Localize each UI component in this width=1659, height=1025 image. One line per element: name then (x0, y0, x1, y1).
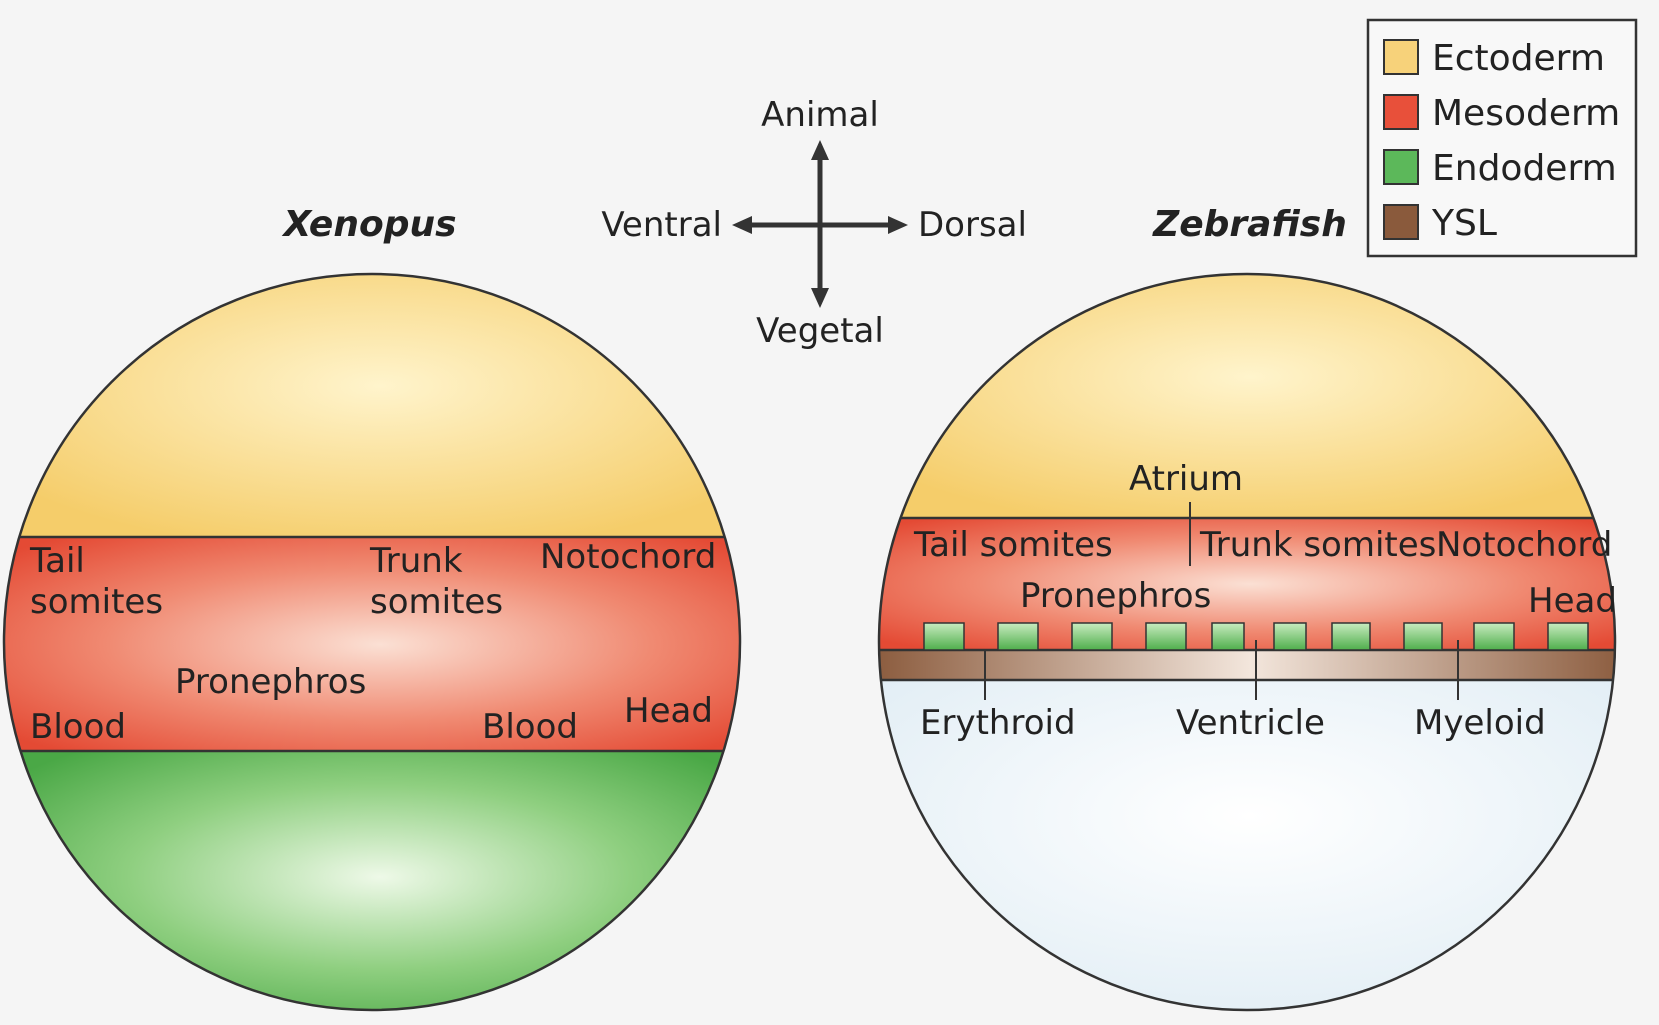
zebrafish-ventricle: Ventricle (1176, 703, 1325, 743)
legend-swatch-ysl (1384, 205, 1418, 239)
arrow-right-icon (888, 216, 908, 234)
endoderm-cell (1474, 623, 1514, 650)
zebrafish-trunk-somites: Trunk somites (1199, 525, 1436, 565)
xenopus-embryo: Xenopus Tail somites Trunk somites Notoc… (0, 204, 760, 1021)
legend: Ectoderm Mesoderm Endoderm YSL (1368, 20, 1636, 256)
legend-label-endoderm: Endoderm (1432, 148, 1617, 189)
zebrafish-tail-somites: Tail somites (913, 525, 1113, 565)
endoderm-cell (1072, 623, 1112, 650)
xenopus-tail-somites-line2: somites (30, 582, 163, 622)
xenopus-head: Head (624, 691, 713, 731)
xenopus-title: Xenopus (281, 204, 456, 245)
legend-label-mesoderm: Mesoderm (1432, 93, 1620, 134)
arrow-left-icon (732, 216, 752, 234)
zebrafish-atrium: Atrium (1129, 459, 1243, 499)
axis-dorsal-label: Dorsal (918, 205, 1027, 245)
zebrafish-head: Head (1528, 581, 1617, 621)
zebrafish-embryo: Zebrafish Atrium Tail somites Trunk somi… (870, 204, 1630, 1020)
xenopus-trunk-somites-line1: Trunk (369, 541, 463, 581)
endoderm-cell (1548, 623, 1588, 650)
legend-label-ectoderm: Ectoderm (1432, 38, 1605, 79)
zebrafish-notochord: Notochord (1436, 525, 1612, 565)
legend-swatch-mesoderm (1384, 95, 1418, 129)
endoderm-cell (1332, 623, 1370, 650)
legend-swatch-ectoderm (1384, 40, 1418, 74)
legend-swatch-endoderm (1384, 150, 1418, 184)
xenopus-blood-left: Blood (30, 707, 126, 747)
xenopus-trunk-somites-line2: somites (370, 582, 503, 622)
arrow-down-icon (811, 288, 829, 308)
zebrafish-pronephros: Pronephros (1020, 576, 1211, 616)
axis-animal-label: Animal (761, 95, 879, 135)
endoderm-cell (1404, 623, 1442, 650)
axis-vegetal-label: Vegetal (756, 311, 884, 351)
zebrafish-erythroid: Erythroid (920, 703, 1076, 743)
endoderm-cell (998, 623, 1038, 650)
zebrafish-title: Zebrafish (1152, 204, 1347, 245)
xenopus-blood-right: Blood (482, 707, 578, 747)
xenopus-pronephros: Pronephros (175, 662, 366, 702)
xenopus-ectoderm (0, 260, 760, 540)
endoderm-cell (1212, 623, 1244, 650)
zebrafish-myeloid: Myeloid (1414, 703, 1546, 743)
xenopus-tail-somites-line1: Tail (29, 541, 85, 581)
axis-ventral-label: Ventral (601, 205, 722, 245)
axis-compass: Animal Vegetal Ventral Dorsal (601, 95, 1027, 351)
xenopus-notochord: Notochord (540, 537, 716, 577)
endoderm-cell (1274, 623, 1306, 650)
legend-label-ysl: YSL (1431, 203, 1497, 244)
endoderm-cell (1146, 623, 1186, 650)
endoderm-cell (924, 623, 964, 650)
arrow-up-icon (811, 140, 829, 160)
